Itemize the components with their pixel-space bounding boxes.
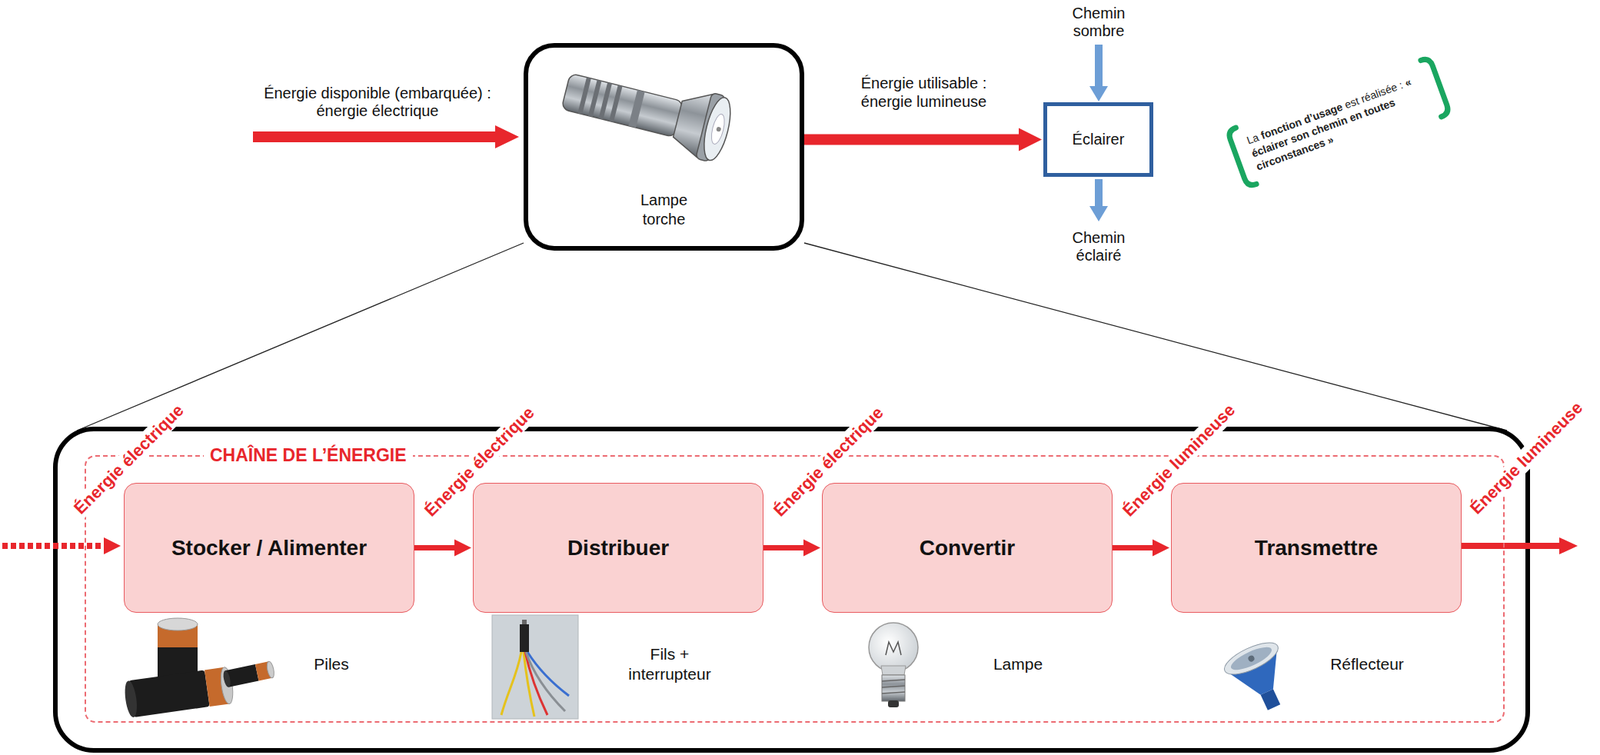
device-box: Lampe torche (523, 43, 805, 251)
energy-arrow (804, 128, 1042, 152)
usage-note: Lafonction d’usageest réalisée :« éclair… (1218, 49, 1460, 194)
node-label: Convertir (919, 535, 1015, 561)
component-name: Lampe (971, 654, 1065, 675)
energy-arrow (414, 539, 472, 557)
function-block: Convertir (821, 482, 1113, 613)
arrow-label: Énergie utilisable : énergie lumineuse (843, 73, 1005, 111)
arrow-head (803, 539, 821, 557)
energy-arrow (1112, 539, 1170, 557)
node-label: Lampe torche (633, 190, 696, 230)
output-state: Chemin éclairé (1060, 229, 1138, 265)
entry-arrow (2, 537, 121, 555)
component-name: Réflecteur (1313, 654, 1421, 675)
input-flow-arrow (1089, 44, 1108, 102)
function-block: Transmettre (1170, 482, 1462, 613)
zoom-line (76, 242, 524, 431)
flashlight-picture (557, 58, 736, 165)
arrow-shaft (804, 134, 1022, 146)
function-block: Stocker / Alimenter (123, 482, 415, 613)
node-label: CHAÎNE DE L’ÉNERGIE (203, 444, 413, 466)
function-box: Éclairer (1043, 102, 1154, 177)
arrow-shaft (763, 545, 805, 551)
input-arrow (252, 125, 519, 149)
zoom-line (804, 242, 1507, 431)
node-label: Stocker / Alimenter (171, 535, 367, 561)
reflector-picture (1220, 636, 1301, 720)
arrow-head (1018, 128, 1042, 152)
arrow-shaft (1112, 545, 1155, 551)
function-block: Distribuer (472, 482, 764, 613)
exit-arrow (1461, 537, 1578, 555)
device-housing (55, 429, 1528, 751)
energy-arrow (763, 539, 821, 557)
bulb-picture (868, 622, 919, 708)
arrow-head (454, 539, 472, 557)
output-flow-arrow (1089, 179, 1108, 222)
node-label: Transmettre (1254, 535, 1378, 561)
bracket (1420, 56, 1451, 117)
input-state: Chemin sombre (1060, 4, 1138, 40)
wires-switch-picture (492, 615, 579, 719)
arrow-shaft (414, 545, 456, 551)
arrow-head (1152, 539, 1170, 557)
node-label: Distribuer (567, 535, 669, 561)
component-name: Fils + interrupteur (615, 644, 724, 686)
component-name: Piles (285, 654, 378, 675)
node-label: Éclairer (1072, 130, 1125, 149)
energy-input-text: Énergie disponible (embarquée) : énergie… (242, 84, 513, 120)
battery-picture (123, 618, 276, 719)
